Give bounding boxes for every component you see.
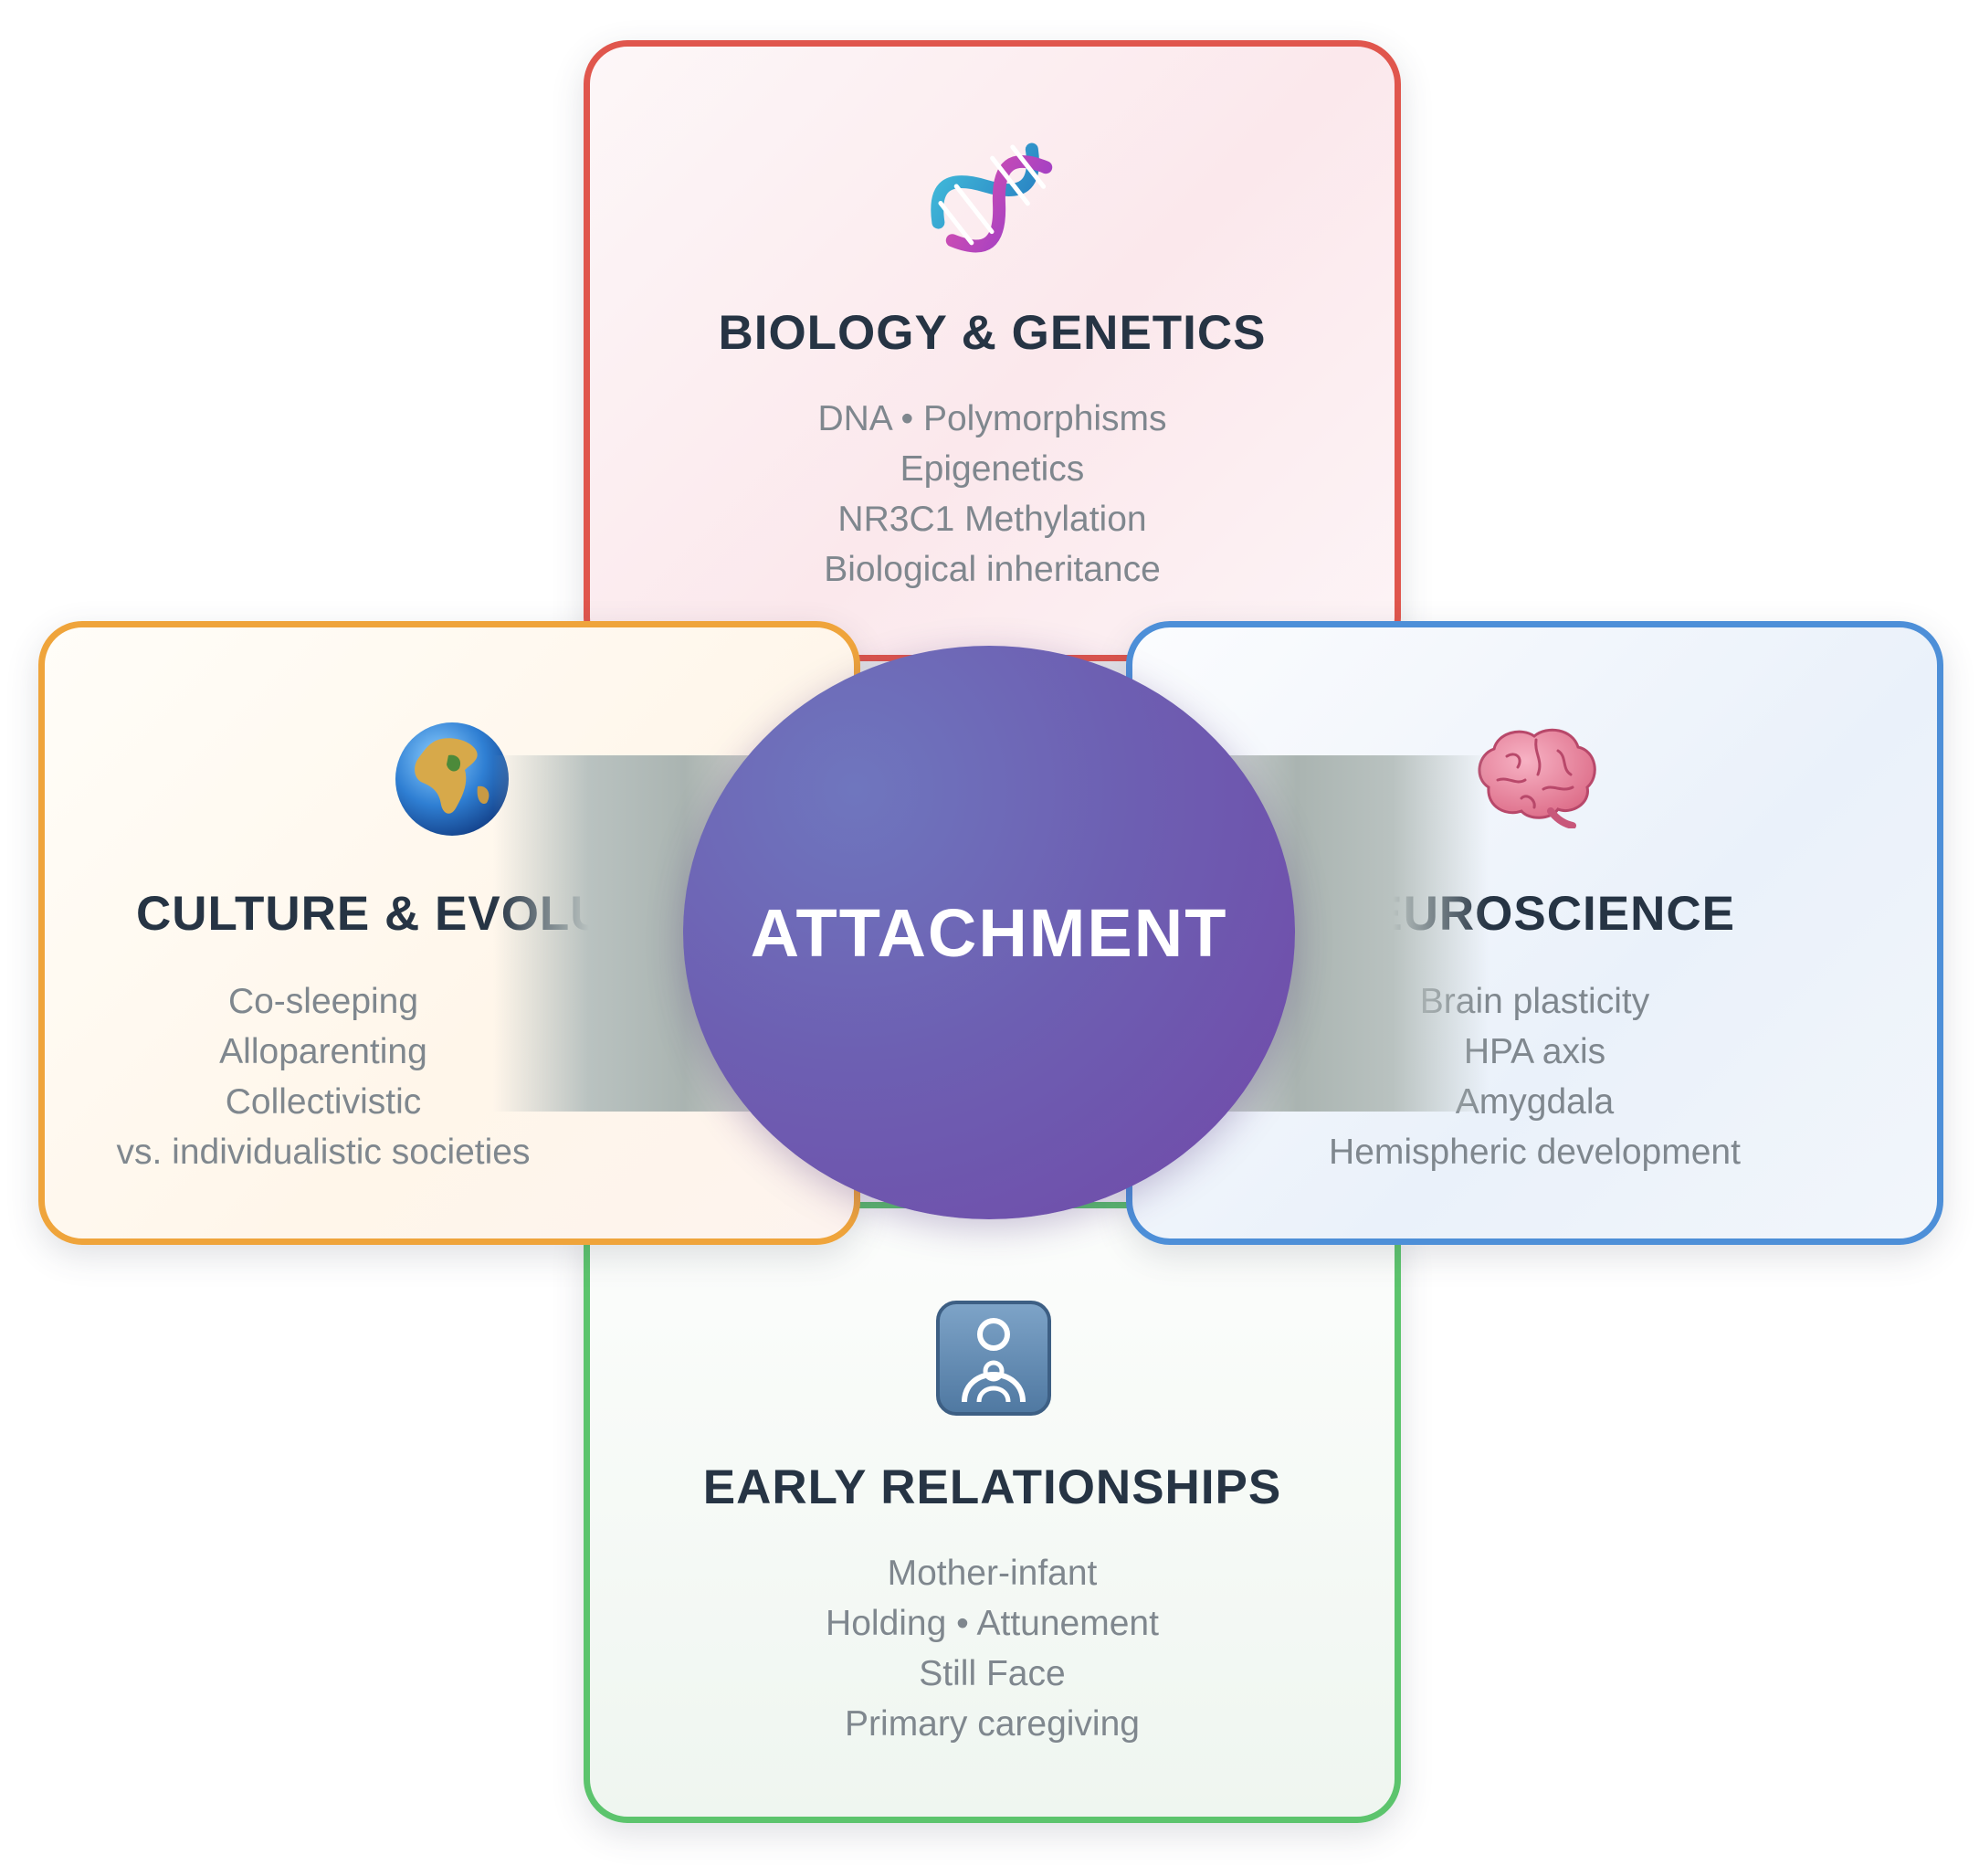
list-item: Co-sleeping: [227, 982, 419, 1021]
list-item: Biological inheritance: [824, 550, 1161, 589]
dna-icon: [931, 142, 1053, 253]
list-item: Holding • Attunement: [826, 1604, 1159, 1643]
card-title: EARLY RELATIONSHIPS: [702, 1460, 1282, 1514]
mother-infant-icon: [936, 1301, 1051, 1416]
list-item: Alloparenting: [219, 1032, 427, 1071]
card-lines: Mother-infant Holding • Attunement Still…: [590, 1548, 1395, 1749]
list-item: Primary caregiving: [845, 1704, 1140, 1744]
attachment-hub: ATTACHMENT: [683, 646, 1295, 1219]
card-title: BIOLOGY & GENETICS: [718, 306, 1267, 360]
list-item: Mother-infant: [887, 1554, 1098, 1593]
hub-label: ATTACHMENT: [750, 894, 1228, 971]
biology-genetics-card: BIOLOGY & GENETICS DNA • Polymorphisms E…: [584, 40, 1401, 661]
list-item: Hemispheric development: [1329, 1133, 1741, 1172]
card-lines: DNA • Polymorphisms Epigenetics NR3C1 Me…: [590, 394, 1395, 595]
early-relationships-card: EARLY RELATIONSHIPS Mother-infant Holdin…: [584, 1202, 1401, 1823]
card-lines: Co-sleeping Alloparenting Collectivistic…: [45, 976, 602, 1177]
list-item: Epigenetics: [900, 449, 1085, 489]
globe-icon: [395, 722, 509, 836]
list-item: Still Face: [919, 1654, 1066, 1693]
list-item: vs. individualistic societies: [116, 1133, 531, 1172]
list-item: Collectivistic: [225, 1082, 422, 1122]
list-item: DNA • Polymorphisms: [817, 399, 1167, 438]
list-item: NR3C1 Methylation: [837, 500, 1147, 539]
brain-icon: [1478, 728, 1596, 828]
